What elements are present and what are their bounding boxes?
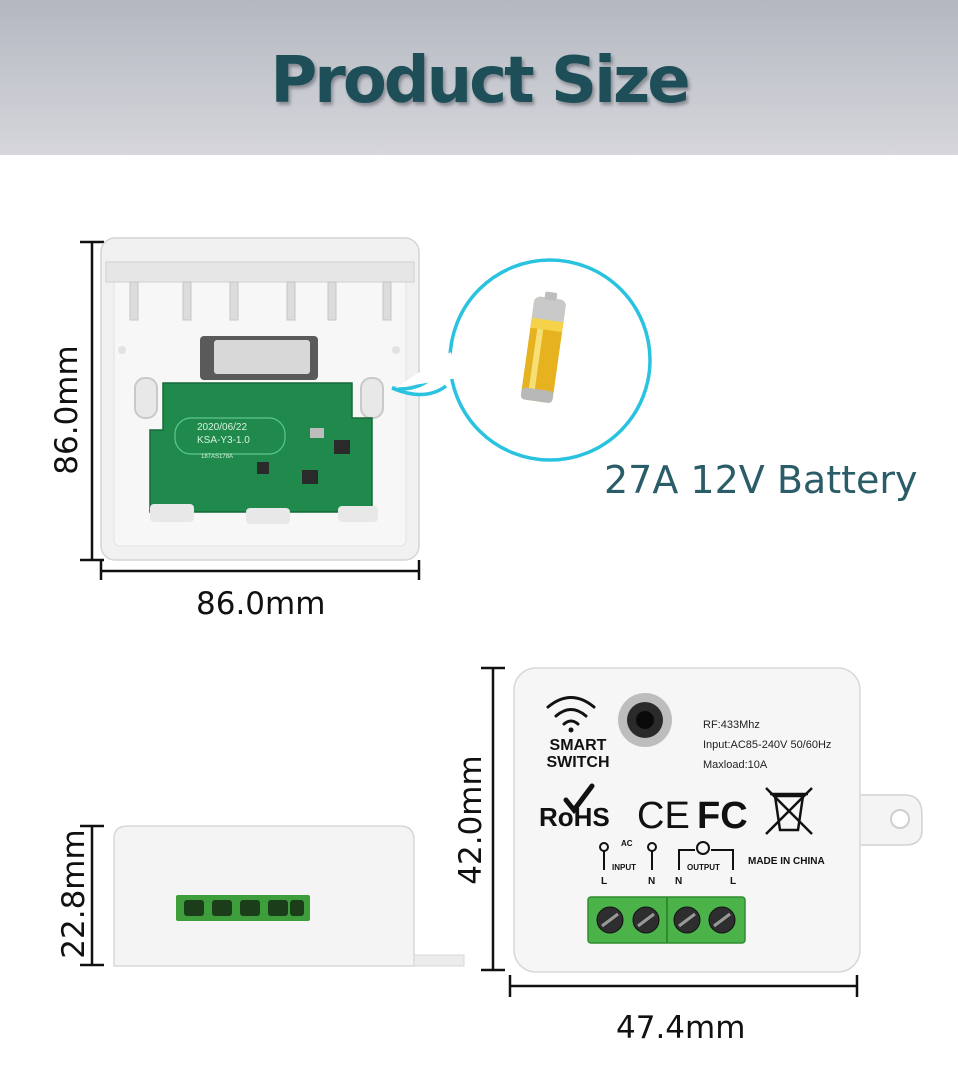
remote-width-dimension-line [99,560,421,580]
wiring-diagram [599,841,734,870]
spec-input: Input:AC85-240V 50/60Hz [703,739,831,751]
switch-side-view [113,825,465,967]
terminal-n-input: N [648,876,655,887]
output-label: OUTPUT [687,863,720,872]
pcb-code: 187AS178A [201,454,233,460]
ac-label: AC [621,839,633,848]
front-height-dimension-line [481,666,505,972]
front-height-label: 42.0mm [453,755,489,885]
battery-image [520,291,566,403]
input-label: INPUT [612,863,636,872]
fcc-mark: FC [697,795,748,837]
pcb-date: 2020/06/22 [197,422,247,433]
pcb-model: KSA-Y3-1.0 [197,435,250,446]
side-height-label: 22.8mm [56,829,92,959]
remote-body: 2020/06/22 KSA-Y3-1.0 187AS178A [100,237,420,561]
spec-maxload: Maxload:10A [703,759,768,771]
page-title: Product Size [270,44,690,118]
remote-height-label: 86.0mm [49,345,85,475]
front-width-label: 47.4mm [616,1010,746,1046]
terminal-block [587,896,746,944]
weee-bin-icon [765,787,813,835]
battery-label: 27A 12V Battery [604,458,918,502]
brand-line1: SMART [550,737,607,754]
wifi-icon [546,696,596,733]
terminal-l-input: L [601,876,607,887]
remote-width-label: 86.0mm [196,586,326,622]
side-height-dimension-line [80,824,104,967]
made-in-label: MADE IN CHINA [748,856,825,867]
rohs-check-icon [563,783,595,815]
header-banner: Product Size [0,0,958,155]
rohs-mark: RoHS [539,802,610,832]
spec-rf: RF:433Mhz [703,719,760,731]
switch-front-view: SMART SWITCH RF:433Mhz Input:AC85-240V 5… [513,667,923,973]
ce-mark: CE [637,795,690,837]
terminal-n-output: N [675,876,682,887]
brand-line2: SWITCH [546,754,609,771]
terminal-l-output: L [730,876,736,887]
learn-button [618,693,672,747]
battery-callout [391,258,652,462]
front-width-dimension-line [508,975,859,997]
